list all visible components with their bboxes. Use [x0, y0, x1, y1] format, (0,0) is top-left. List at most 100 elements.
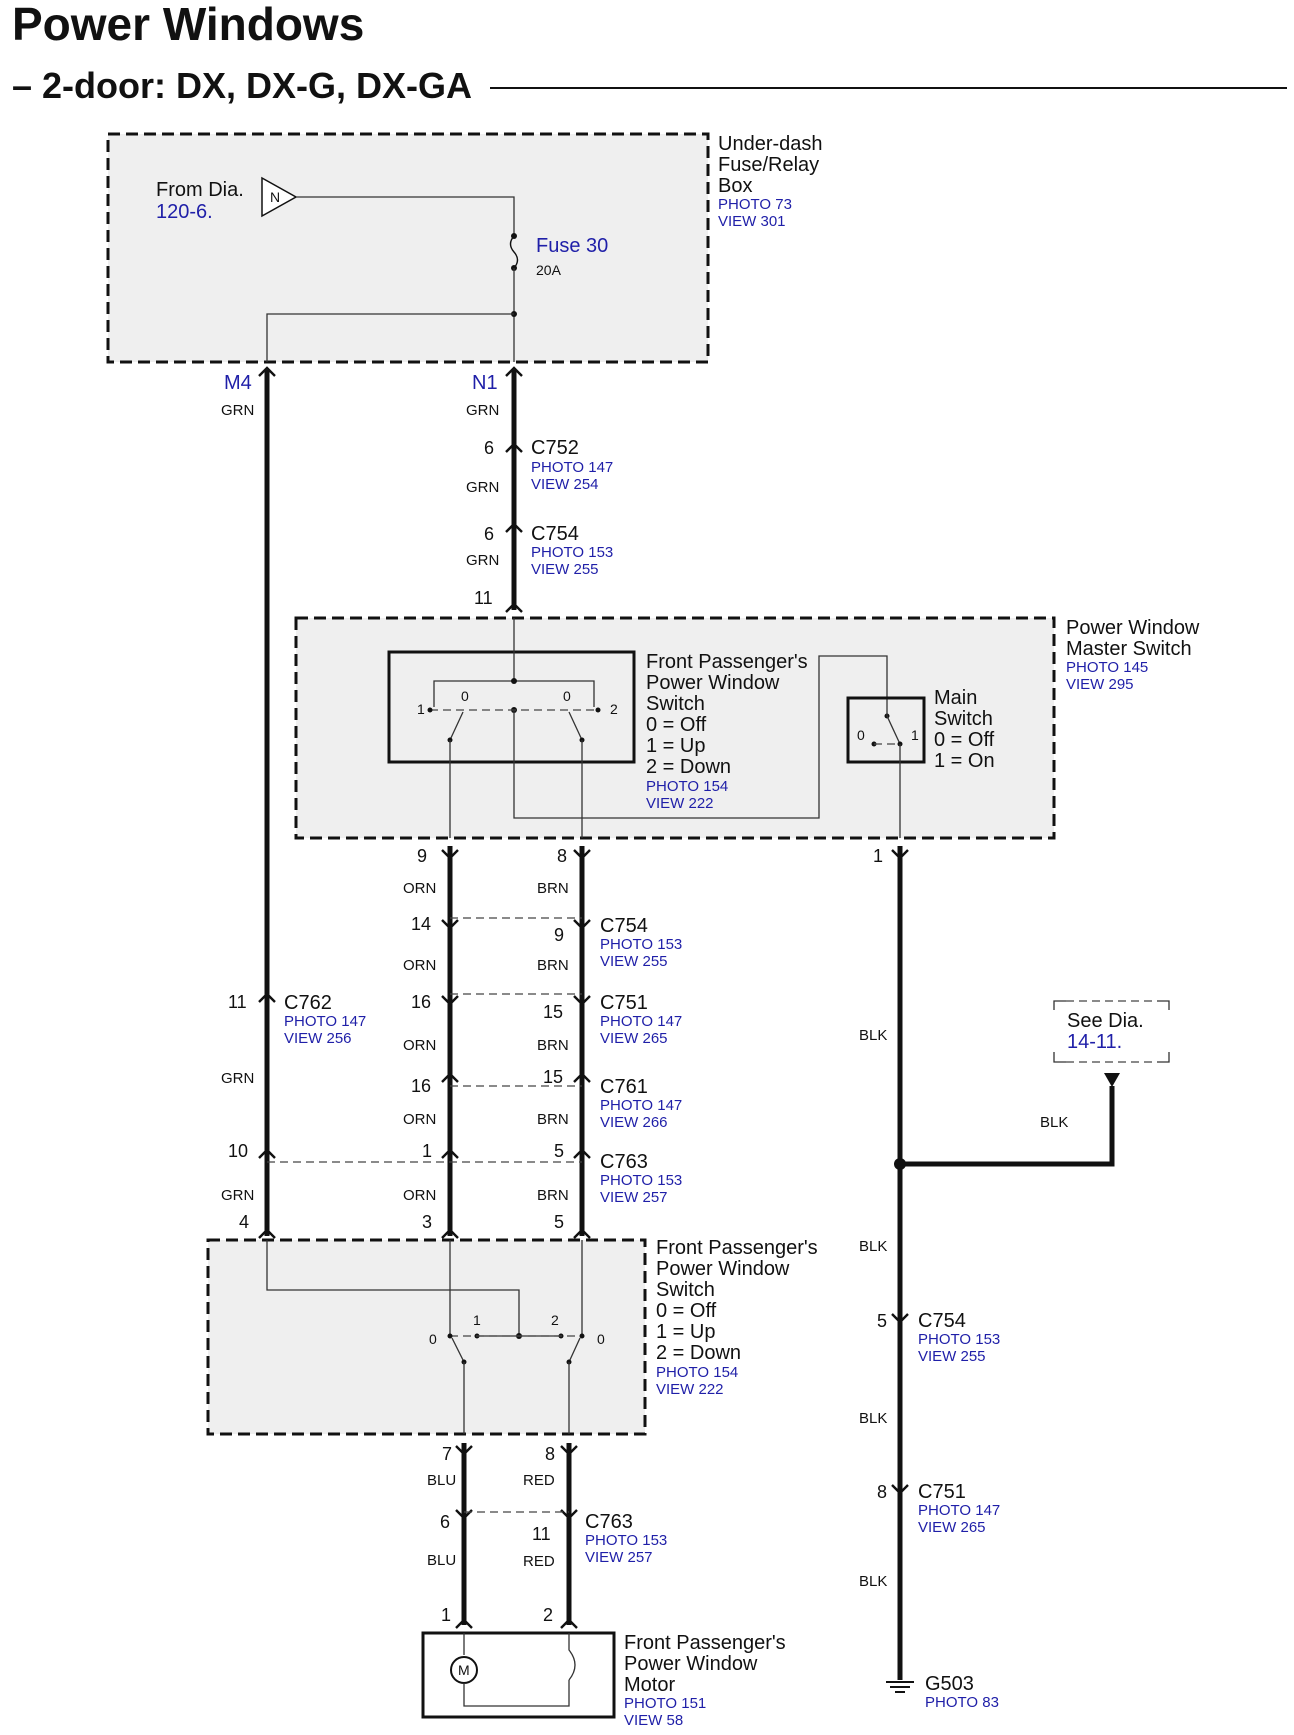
- master-passenger-sw-state-1: 1 = Up: [646, 735, 705, 757]
- c762-view: VIEW 256: [284, 1030, 352, 1047]
- passenger-switch-name-line2: Power Window: [656, 1258, 790, 1280]
- passenger-switch-state-2: 2 = Down: [656, 1342, 741, 1364]
- wire-blk-branch: [900, 1086, 1115, 1167]
- master-passenger-sw-photo: PHOTO 154: [646, 778, 728, 795]
- c763-a-pin-right: 5: [554, 1141, 564, 1161]
- fuse-box-photo: PHOTO 73: [718, 196, 792, 213]
- c763-b-pin-right: 11: [532, 1524, 551, 1544]
- c763-a-pin-left: 1: [422, 1141, 432, 1161]
- wire-color-orn-3: ORN: [403, 1037, 436, 1054]
- passenger-switch-pin-4: 4: [239, 1212, 249, 1232]
- passenger-off-right-node: [579, 1333, 585, 1339]
- passenger-switch-feed: [266, 1240, 520, 1336]
- c754-b-name: C754: [600, 915, 648, 937]
- wire-color-brn-2: BRN: [537, 957, 569, 974]
- wire-color-brn-5: BRN: [537, 1187, 569, 1204]
- feed-triangle-label: N: [270, 189, 280, 205]
- c751-a-photo: PHOTO 147: [600, 1013, 682, 1030]
- c754-a-photo: PHOTO 153: [531, 544, 613, 561]
- motor-outline: [421, 1631, 616, 1719]
- see-dia-arrow-icon: [1104, 1073, 1120, 1087]
- master-passenger-sw-name-line3: Switch: [646, 693, 705, 715]
- passenger-switch-pin-7: 7: [442, 1444, 452, 1464]
- m4-branch-wire: [266, 313, 514, 362]
- master-pos-2: 2: [610, 701, 618, 717]
- master-passenger-switch-outline: [387, 650, 636, 764]
- master-pos2-node: [595, 707, 601, 713]
- master-pos-1: 1: [417, 701, 425, 717]
- wire-color-red-1: RED: [523, 1472, 555, 1489]
- wire-color-orn-2: ORN: [403, 957, 436, 974]
- motor-view: VIEW 58: [624, 1712, 683, 1729]
- c763-b-photo: PHOTO 153: [585, 1532, 667, 1549]
- wire-color-orn-4: ORN: [403, 1111, 436, 1128]
- main-switch-blade: [886, 715, 901, 745]
- fuse-box-name-line3: Box: [718, 175, 752, 197]
- motor-symbol: M: [458, 1662, 470, 1678]
- c751-a-pin-right: 15: [543, 1002, 563, 1022]
- main-switch-state-1: 1 = On: [934, 750, 995, 772]
- fuse-30-icon: [509, 235, 519, 269]
- c754-b-pin-right: 9: [554, 925, 564, 945]
- c751-b-photo: PHOTO 147: [918, 1502, 1000, 1519]
- c761-pin-right: 15: [543, 1067, 563, 1087]
- master-pos-0a: 0: [461, 688, 469, 704]
- motor-name-line3: Motor: [624, 1674, 675, 1696]
- c752-view: VIEW 254: [531, 476, 599, 493]
- ground-photo: PHOTO 83: [925, 1694, 999, 1711]
- terminal-m4: M4: [224, 372, 252, 394]
- c754-c-pin: 5: [877, 1311, 887, 1331]
- master-pos1-node: [427, 707, 433, 713]
- master-bus-node: [511, 678, 517, 684]
- wire-color-blk-branch: BLK: [1040, 1114, 1068, 1131]
- fuse-box-outline: [106, 132, 710, 364]
- c761-view: VIEW 266: [600, 1114, 668, 1131]
- fuse-30-label: Fuse 30: [536, 235, 608, 257]
- c754-c-name: C754: [918, 1310, 966, 1332]
- c751-a-view: VIEW 265: [600, 1030, 668, 1047]
- ground-name: G503: [925, 1673, 974, 1695]
- see-dia-text: See Dia.: [1067, 1010, 1144, 1032]
- wire-color-m4-2: GRN: [221, 1070, 254, 1087]
- c751-a-pin-left: 16: [411, 992, 431, 1012]
- main-switch-name-line1: Main: [934, 687, 977, 709]
- wire-color-blk-1: BLK: [859, 1027, 887, 1044]
- motor-name-line1: Front Passenger's: [624, 1632, 786, 1654]
- c763-b-name: C763: [585, 1511, 633, 1533]
- c761-photo: PHOTO 147: [600, 1097, 682, 1114]
- page-subtitle: – 2-door: DX, DX-G, DX-GA: [12, 65, 472, 106]
- fuse-box-view: VIEW 301: [718, 213, 786, 230]
- c761-name: C761: [600, 1076, 648, 1098]
- c763-b-view: VIEW 257: [585, 1549, 653, 1566]
- fuse-box-name-line1: Under-dash: [718, 133, 823, 155]
- c754-b-photo: PHOTO 153: [600, 936, 682, 953]
- connector-marks: [258, 366, 909, 1629]
- motor-pin-1: 1: [441, 1605, 451, 1625]
- passenger-switch-pin-8: 8: [545, 1444, 555, 1464]
- wire-color-blu-1: BLU: [427, 1472, 456, 1489]
- passenger-pos-0a: 0: [429, 1331, 437, 1347]
- master-passenger-sw-name-line2: Power Window: [646, 672, 780, 694]
- fuse-30-rating: 20A: [536, 262, 562, 278]
- wire-color-blk-3: BLK: [859, 1410, 887, 1427]
- c751-b-pin: 8: [877, 1482, 887, 1502]
- blk-splice-node: [894, 1158, 906, 1170]
- fuse-box-name-line2: Fuse/Relay: [718, 154, 819, 176]
- wire-color-blk-2: BLK: [859, 1238, 887, 1255]
- wire-color-n1-2: GRN: [466, 479, 499, 496]
- passenger-switch-pin-5: 5: [554, 1212, 564, 1232]
- master-main-switch-loop: [513, 655, 888, 819]
- wire-color-brn-1: BRN: [537, 880, 569, 897]
- motor-wire-bottom: [463, 1680, 570, 1707]
- passenger-switch-blade-right: [568, 1337, 581, 1363]
- connector-tie-lines: [267, 917, 582, 1513]
- master-switch-photo: PHOTO 145: [1066, 659, 1148, 676]
- master-passenger-sw-name-line1: Front Passenger's: [646, 651, 808, 673]
- c751-b-view: VIEW 265: [918, 1519, 986, 1536]
- master-pos-0b: 0: [563, 688, 571, 704]
- c751-b-name: C751: [918, 1481, 966, 1503]
- c763-a-pin-m4: 10: [228, 1141, 248, 1161]
- c762-photo: PHOTO 147: [284, 1013, 366, 1030]
- motor-photo: PHOTO 151: [624, 1695, 706, 1712]
- wire-color-orn-5: ORN: [403, 1187, 436, 1204]
